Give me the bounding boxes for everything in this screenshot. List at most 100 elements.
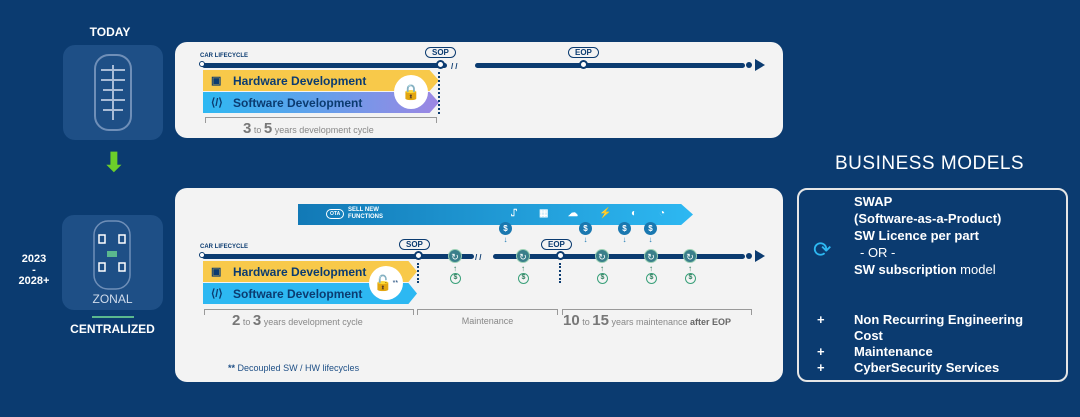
function-sale-revenue: $↓ <box>499 222 512 244</box>
code-icon: ⟨/⟩ <box>211 288 223 300</box>
dollar-icon: $ <box>644 222 657 235</box>
timeline-arrow-icon <box>755 250 765 262</box>
dollar-icon: $ <box>685 273 696 284</box>
dev-cycle-bracket <box>204 309 414 315</box>
timeline-start-node <box>199 61 205 67</box>
car-lifecycle-label: CAR LIFECYCLE <box>200 244 248 250</box>
timeline-start-node <box>199 252 205 258</box>
timeline-line <box>475 63 745 68</box>
hardware-label: Hardware Development <box>233 73 367 88</box>
business-models-panel: ⟳ SWAP (Software-as-a-Product) SW Licenc… <box>797 188 1068 382</box>
eop-label: EOP <box>568 47 599 58</box>
software-development-bar: ⟨/⟩Software Development <box>203 92 439 113</box>
service-item: +Maintenance <box>817 344 933 359</box>
zonal-car-icon <box>93 220 131 290</box>
zonal-label: ZONAL <box>92 292 133 306</box>
software-development-bar: ⟨/⟩Software Development <box>203 283 417 304</box>
cycle-icon: ⟳ <box>813 237 832 262</box>
timeline-break-icon: // <box>451 62 460 71</box>
dashboard-icon: ▦ <box>539 208 549 219</box>
lock-icon: 🔒 <box>394 75 428 109</box>
timeline-line <box>493 254 745 259</box>
chip-icon: ▣ <box>211 266 222 278</box>
maintenance-revenue: ↑$ <box>597 265 608 284</box>
update-icon: ↻ <box>516 249 530 263</box>
dollar-icon: $ <box>499 222 512 235</box>
unlock-icon: 🔓** <box>369 266 403 300</box>
timeline-arrow-icon <box>755 59 765 71</box>
dollar-icon: $ <box>646 273 657 284</box>
headlight-icon: ◐ <box>631 208 638 219</box>
maintenance-label: Maintenance <box>461 316 514 326</box>
car-wash-icon: ☁ <box>568 208 578 219</box>
sop-dotted-line <box>417 263 419 283</box>
sop-label: SOP <box>399 239 430 250</box>
legacy-car-tile <box>63 45 163 140</box>
maintenance-revenue: ↑$ <box>685 265 696 284</box>
year-start: 2023 <box>21 253 47 265</box>
eop-node <box>579 60 588 69</box>
update-icon: ↻ <box>644 249 658 263</box>
or-label: - OR - <box>860 245 896 260</box>
sop-node <box>414 251 423 260</box>
timeline-break-icon: // <box>475 253 484 262</box>
seat-icon: ⑀ <box>511 208 517 219</box>
eop-label: EOP <box>541 239 572 250</box>
sop-dotted-line <box>438 72 440 114</box>
code-icon: ⟨/⟩ <box>211 97 223 109</box>
update-icon: ↻ <box>448 249 462 263</box>
function-sale-revenue: $↓ <box>644 222 657 244</box>
sop-node <box>436 60 445 69</box>
dev-cycle-bracket <box>205 117 437 123</box>
dollar-icon: $ <box>518 273 529 284</box>
hardware-label: Hardware Development <box>233 264 367 279</box>
licence-label: SW Licence per part <box>854 228 979 243</box>
subscription-label: SW subscription model <box>854 262 996 277</box>
decoupled-note: ** Decoupled SW / HW lifecycles <box>228 363 360 373</box>
timeline-dot <box>746 62 752 68</box>
timeline-dot <box>746 253 752 259</box>
swap-description: (Software-as-a-Product) <box>854 211 1002 226</box>
car-lifecycle-label: CAR LIFECYCLE <box>200 53 248 59</box>
today-timeline-panel: CAR LIFECYCLE // SOP EOP ▣ Hardware Devel… <box>175 42 783 138</box>
maintenance-bracket <box>417 309 558 315</box>
today-label: TODAY <box>89 25 131 39</box>
swap-label: SWAP <box>854 194 893 209</box>
dollar-icon: $ <box>579 222 592 235</box>
year-range: 2023 - 2028+ <box>12 254 56 287</box>
sop-label: SOP <box>425 47 456 58</box>
update-icon: ↻ <box>595 249 609 263</box>
timeline-line <box>202 63 447 68</box>
horn-icon: ◔ <box>659 208 666 219</box>
chip-icon: ▣ <box>211 75 222 87</box>
ota-cloud-icon: OTA <box>326 209 345 219</box>
function-sale-revenue: $↓ <box>579 222 592 244</box>
year-dash: - <box>32 264 36 276</box>
business-models-title: BUSINESS MODELS <box>835 153 1025 174</box>
dev-cycle-text: 3 to 5 years development cycle <box>243 120 374 137</box>
additional-services: +Non Recurring Engineering Cost +Mainten… <box>817 312 1067 376</box>
dollar-icon: $ <box>450 273 461 284</box>
hardware-development-bar: ▣ Hardware Development <box>203 70 439 91</box>
post-eop-bracket <box>562 309 752 315</box>
maintenance-revenue: ↑$ <box>450 265 461 284</box>
function-sale-revenue: $↓ <box>618 222 631 244</box>
lightning-icon: ⚡ <box>599 208 612 219</box>
legacy-car-icon <box>94 54 132 131</box>
maintenance-revenue: ↑$ <box>518 265 529 284</box>
business-model-options: SWAP (Software-as-a-Product) SW Licence … <box>854 193 1001 278</box>
dollar-icon: $ <box>597 273 608 284</box>
timeline-line <box>202 254 474 259</box>
maintenance-revenue: ↑$ <box>646 265 657 284</box>
centralized-label: CENTRALIZED <box>70 322 155 336</box>
post-eop-text: 10 to 15 years maintenance after EOP <box>563 312 732 329</box>
arrow-down-icon: ⬇ <box>103 147 125 177</box>
zonal-car-tile: ZONAL <box>62 215 163 310</box>
divider <box>92 316 134 318</box>
hardware-development-bar: ▣ Hardware Development <box>203 261 417 282</box>
dollar-icon: $ <box>618 222 631 235</box>
eop-dotted-line <box>559 263 561 283</box>
